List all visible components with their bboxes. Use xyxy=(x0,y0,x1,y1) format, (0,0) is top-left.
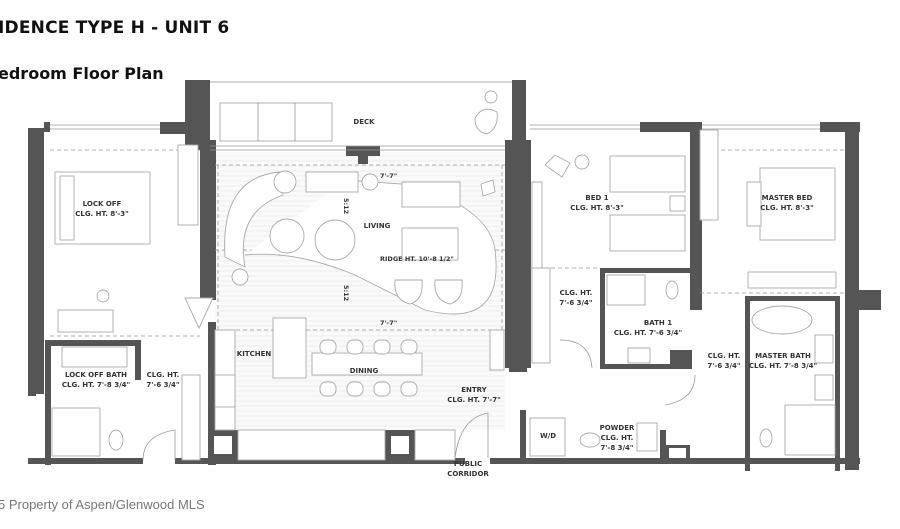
windows xyxy=(50,81,820,151)
label-living: LIVING xyxy=(364,222,391,230)
label-bed1: BED 1 xyxy=(585,194,608,202)
dining-chair xyxy=(346,381,364,397)
plan-subtitle: edroom Floor Plan xyxy=(0,64,164,83)
dining-chair xyxy=(346,339,364,355)
walls xyxy=(28,80,881,471)
label-hall-master-height: 7'-6 3/4" xyxy=(707,362,740,370)
label-bath1-height: CLG. HT. 7'-6 3/4" xyxy=(614,329,682,337)
label-ceiling-top: 7'-7" xyxy=(380,172,397,180)
label-lock-off: LOCK OFF xyxy=(83,200,122,208)
label-slope-bottom: 5:12 xyxy=(342,285,350,301)
label-master-bed: MASTER BED xyxy=(762,194,813,202)
label-ridge-height: RIDGE HT. 10'-8 1/2" xyxy=(380,255,454,263)
plan-title: IDENCE TYPE H - UNIT 6 xyxy=(0,18,230,38)
label-kitchen: KITCHEN xyxy=(237,350,272,358)
label-powder-height-value: 7'-8 3/4" xyxy=(600,444,633,452)
label-entry-height: CLG. HT. 7'-7" xyxy=(447,396,501,404)
label-bed1-height: CLG. HT. 8'-3" xyxy=(570,204,624,212)
label-corridor-2: CORRIDOR xyxy=(447,470,489,478)
label-bath1: BATH 1 xyxy=(644,319,672,327)
label-hall-lockoff: CLG. HT. xyxy=(147,371,180,379)
label-lock-off-bath-height: CLG. HT. 7'-8 3/4" xyxy=(62,381,130,389)
label-powder-height: CLG. HT. xyxy=(601,434,634,442)
label-master-bath-height: CLG. HT. 7'-8 3/4" xyxy=(749,362,817,370)
label-ceiling-mid: 7'-7" xyxy=(380,319,397,327)
dining-chair xyxy=(373,339,391,355)
room-labels: DECK LOCK OFF CLG. HT. 8'-3" LIVING RIDG… xyxy=(62,118,817,478)
dining-chair xyxy=(319,339,337,355)
label-hall-lockoff-height: 7'-6 3/4" xyxy=(146,381,179,389)
label-slope-top: 5:12 xyxy=(342,198,350,214)
label-dining: DINING xyxy=(350,367,379,375)
label-corridor: PUBLIC xyxy=(454,460,482,468)
label-master-bed-height: CLG. HT. 8'-3" xyxy=(760,204,814,212)
dining-chair xyxy=(319,381,337,397)
label-lock-off-height: CLG. HT. 8'-3" xyxy=(75,210,129,218)
label-hall-master: CLG. HT. xyxy=(708,352,741,360)
dining-chair xyxy=(373,381,391,397)
mls-watermark: 5 Property of Aspen/Glenwood MLS xyxy=(0,497,205,512)
label-powder: POWDER xyxy=(600,424,635,432)
label-deck: DECK xyxy=(353,118,375,126)
label-wd: W/D xyxy=(540,432,556,440)
dining-chair xyxy=(400,339,418,355)
furniture xyxy=(51,90,837,461)
dining-chair xyxy=(400,381,418,397)
label-entry: ENTRY xyxy=(461,386,487,394)
label-hall-bed1: CLG. HT. xyxy=(560,289,593,297)
label-lock-off-bath: LOCK OFF BATH xyxy=(65,371,127,379)
label-master-bath: MASTER BATH xyxy=(755,352,811,360)
label-hall-bed1-height: 7'-6 3/4" xyxy=(559,299,592,307)
